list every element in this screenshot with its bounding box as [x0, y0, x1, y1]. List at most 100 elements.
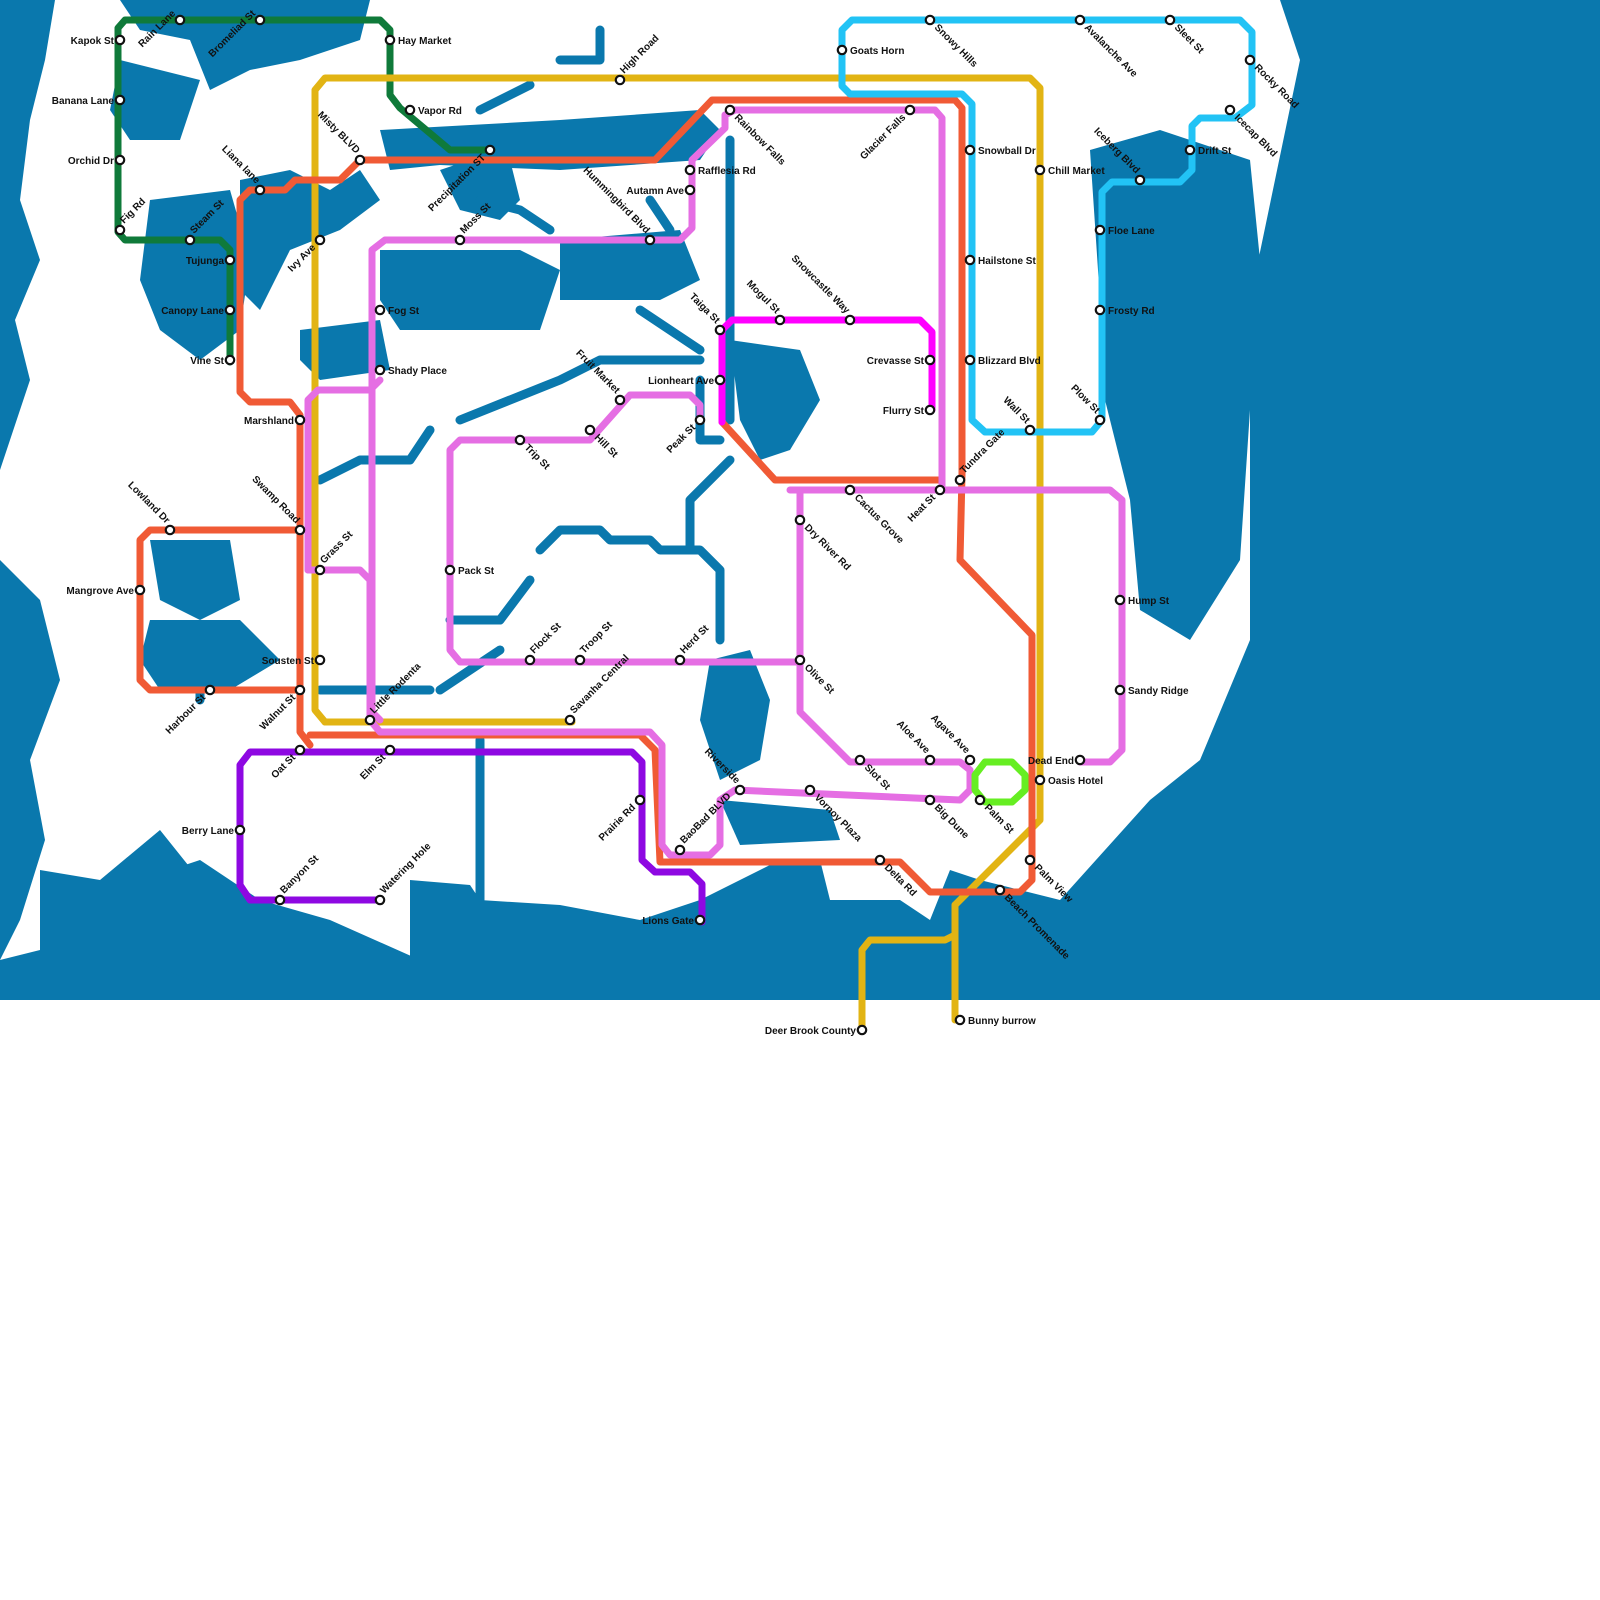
station-marker[interactable] [114, 34, 126, 46]
station-marker[interactable] [1024, 424, 1036, 436]
station-marker[interactable] [224, 254, 236, 266]
station-marker[interactable] [574, 654, 586, 666]
station-marker[interactable] [964, 144, 976, 156]
station-marker[interactable] [174, 14, 186, 26]
station-marker[interactable] [384, 34, 396, 46]
station-marker[interactable] [694, 914, 706, 926]
station-dry-river-rd[interactable]: Dry River Rd [794, 514, 853, 573]
station-bunny-burrow[interactable]: Bunny burrow [954, 1014, 1036, 1027]
station-marshland[interactable]: Marshland [244, 414, 306, 427]
station-orchid-dr[interactable]: Orchid Dr [68, 154, 126, 167]
station-blizzard-blvd[interactable]: Blizzard Blvd [964, 354, 1041, 367]
station-avalanche-ave[interactable]: Avalanche Ave [1074, 14, 1140, 80]
station-marker[interactable] [1134, 174, 1146, 186]
station-marker[interactable] [294, 744, 306, 756]
station-marker[interactable] [934, 484, 946, 496]
station-swamp-road[interactable]: Swamp Road [249, 474, 306, 536]
station-rafflesia-rd[interactable]: Rafflesia Rd [684, 164, 756, 177]
station-glacier-falls[interactable]: Glacier Falls [858, 104, 916, 162]
station-marker[interactable] [184, 234, 196, 246]
station-marker[interactable] [384, 744, 396, 756]
station-marker[interactable] [684, 164, 696, 176]
station-marker[interactable] [514, 434, 526, 446]
station-icecap-blvd[interactable]: Icecap Blvd [1224, 104, 1279, 160]
station-marker[interactable] [114, 224, 126, 236]
station-marker[interactable] [844, 484, 856, 496]
station-marker[interactable] [684, 184, 696, 196]
station-flock-st[interactable]: Flock St [524, 620, 564, 666]
station-crevasse-st[interactable]: Crevasse St [867, 354, 936, 367]
station-marker[interactable] [524, 654, 536, 666]
station-marker[interactable] [954, 1014, 966, 1026]
station-berry-lane[interactable]: Berry Lane [182, 824, 246, 837]
station-kapok-st[interactable]: Kapok St [71, 34, 126, 47]
station-marker[interactable] [1074, 14, 1086, 26]
station-banana-lane[interactable]: Banana Lane [52, 94, 126, 107]
station-lions-gate[interactable]: Lions Gate [642, 914, 706, 927]
station-lionheart-ave[interactable]: Lionheart Ave [648, 374, 726, 387]
station-mangrove-ave[interactable]: Mangrove Ave [66, 584, 146, 597]
station-hummingbird-blvd[interactable]: Hummingbird Blvd [581, 165, 656, 246]
station-marker[interactable] [644, 234, 656, 246]
station-marker[interactable] [856, 1024, 868, 1036]
station-marker[interactable] [224, 304, 236, 316]
station-marker[interactable] [294, 524, 306, 536]
station-marker[interactable] [714, 374, 726, 386]
station-marker[interactable] [964, 254, 976, 266]
station-hump-st[interactable]: Hump St [1114, 594, 1170, 607]
station-marker[interactable] [564, 714, 576, 726]
station-hailstone-st[interactable]: Hailstone St [964, 254, 1037, 267]
station-marker[interactable] [1034, 774, 1046, 786]
station-vapor-rd[interactable]: Vapor Rd [404, 104, 462, 117]
station-fog-st[interactable]: Fog St [374, 304, 420, 317]
station-marker[interactable] [674, 654, 686, 666]
station-marker[interactable] [964, 754, 976, 766]
station-marker[interactable] [924, 794, 936, 806]
station-marker[interactable] [374, 364, 386, 376]
station-marker[interactable] [614, 394, 626, 406]
station-marker[interactable] [634, 794, 646, 806]
station-marker[interactable] [844, 314, 856, 326]
station-taiga-st[interactable]: Taiga St [687, 291, 726, 336]
station-sandy-ridge[interactable]: Sandy Ridge [1114, 684, 1189, 697]
station-cactus-grove[interactable]: Cactus Grove [844, 484, 906, 547]
station-marker[interactable] [364, 714, 376, 726]
station-sousten-st[interactable]: Sousten St [262, 654, 326, 667]
station-marker[interactable] [1034, 164, 1046, 176]
station-snowcastle-way[interactable]: Snowcastle Way [789, 253, 856, 326]
station-troop-st[interactable]: Troop St [574, 619, 615, 666]
station-marker[interactable] [1244, 54, 1256, 66]
station-marker[interactable] [724, 104, 736, 116]
station-vine-st[interactable]: Vine St [190, 354, 236, 367]
station-marker[interactable] [714, 324, 726, 336]
station-marker[interactable] [924, 404, 936, 416]
station-misty-blvd[interactable]: Misty BLVD [315, 110, 366, 166]
station-marker[interactable] [294, 414, 306, 426]
station-marker[interactable] [854, 754, 866, 766]
station-shady-place[interactable]: Shady Place [374, 364, 448, 377]
station-marker[interactable] [994, 884, 1006, 896]
station-marker[interactable] [114, 94, 126, 106]
station-marker[interactable] [614, 74, 626, 86]
station-marker[interactable] [1114, 594, 1126, 606]
station-marker[interactable] [584, 424, 596, 436]
station-marker[interactable] [404, 104, 416, 116]
station-marker[interactable] [836, 44, 848, 56]
station-prairie-rd[interactable]: Prairie Rd [597, 794, 646, 844]
station-marker[interactable] [204, 684, 216, 696]
station-marker[interactable] [694, 414, 706, 426]
station-dead-end[interactable]: Dead End [1028, 754, 1086, 767]
station-marker[interactable] [114, 154, 126, 166]
station-marker[interactable] [134, 584, 146, 596]
station-oasis-hotel[interactable]: Oasis Hotel [1034, 774, 1103, 787]
station-drift-st[interactable]: Drift St [1184, 144, 1232, 157]
station-marker[interactable] [484, 144, 496, 156]
station-marker[interactable] [224, 354, 236, 366]
station-marker[interactable] [1164, 14, 1176, 26]
station-marker[interactable] [974, 794, 986, 806]
station-marker[interactable] [1114, 684, 1126, 696]
station-marker[interactable] [1094, 414, 1106, 426]
station-flurry-st[interactable]: Flurry St [883, 404, 936, 417]
station-marker[interactable] [314, 654, 326, 666]
station-goats-horn[interactable]: Goats Horn [836, 44, 905, 57]
